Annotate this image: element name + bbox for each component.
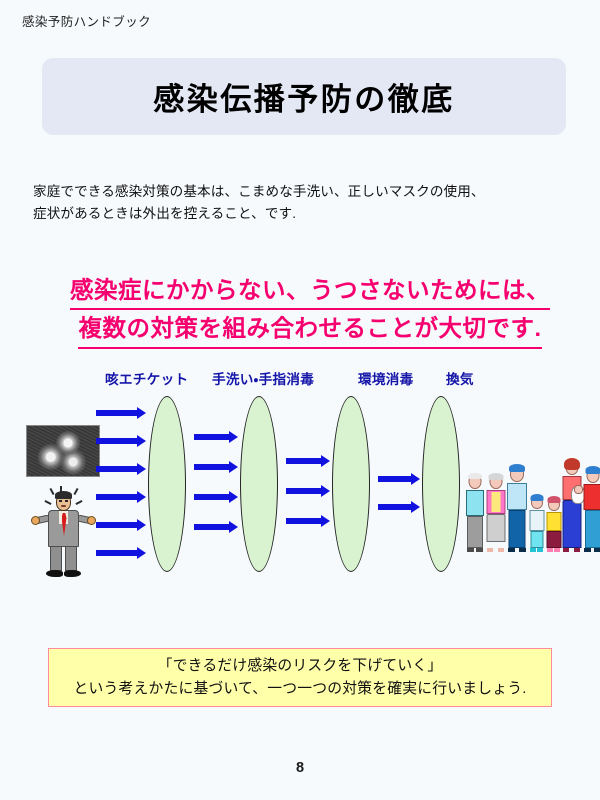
barrier-cough-etiquette bbox=[148, 396, 186, 572]
diagram-label-row: 咳エチケット 手洗い・手指消毒 環境消毒 換気 bbox=[18, 368, 584, 390]
person-girl bbox=[546, 496, 561, 552]
key-message-line-1: 感染症にかからない、うつさないためには、 bbox=[70, 274, 550, 311]
person-adult-man bbox=[507, 464, 527, 552]
barrier-ventilation bbox=[422, 396, 460, 572]
arrow-group-4 bbox=[378, 394, 420, 580]
summary-callout-box: 「できるだけ感染のリスクを下げていく」 という考えかたに基づいて、一つ一つの対策… bbox=[48, 648, 552, 707]
key-message-line-2: 複数の対策を組み合わせることが大切です. bbox=[78, 312, 542, 349]
worried-man-icon bbox=[31, 486, 96, 578]
arrow-group-3 bbox=[286, 394, 330, 580]
diagram-stage bbox=[18, 394, 600, 580]
callout-line-1: 「できるだけ感染のリスクを下げていく」 bbox=[157, 658, 443, 675]
person-elderly-man bbox=[466, 473, 484, 552]
barrier-label-hand-hygiene: 手洗い・手指消毒 bbox=[212, 372, 315, 387]
barrier-label-cough-etiquette: 咳エチケット bbox=[105, 372, 189, 387]
callout-line-2: という考えかたに基づいて、一つ一つの対策を確実に行いましょう. bbox=[73, 680, 527, 697]
person-boy bbox=[529, 494, 544, 552]
barrier-label-ventilation: 換気 bbox=[446, 372, 474, 387]
person-young-man bbox=[583, 466, 600, 552]
barrier-label-environment-disinfection: 環境消毒 bbox=[358, 372, 414, 387]
intro-line-1: 家庭でできる感染対策の基本は、こまめな手洗い、正しいマスクの使用、 bbox=[33, 184, 485, 199]
person-elderly-woman bbox=[486, 473, 505, 552]
virus-micrograph-icon bbox=[26, 425, 100, 477]
person-mother-with-baby bbox=[562, 458, 585, 552]
document-running-header: 感染予防ハンドブック bbox=[22, 15, 152, 29]
barrier-environment-disinfection bbox=[332, 396, 370, 572]
intro-paragraph: 家庭でできる感染対策の基本は、こまめな手洗い、正しいマスクの使用、 症状があると… bbox=[33, 181, 573, 225]
layered-defense-diagram: 咳エチケット 手洗い・手指消毒 環境消毒 換気 bbox=[18, 368, 600, 583]
barrier-hand-hygiene bbox=[240, 396, 278, 572]
family-group-icon bbox=[466, 448, 600, 552]
arrow-group-2 bbox=[194, 394, 238, 580]
arrow-group-1 bbox=[96, 394, 146, 580]
page-title-banner: 感染伝播予防の徹底 bbox=[42, 58, 566, 135]
page-title: 感染伝播予防の徹底 bbox=[153, 82, 455, 117]
key-message: 感染症にかからない、うつさないためには、 複数の対策を組み合わせることが大切です… bbox=[30, 274, 590, 351]
page-number: 8 bbox=[295, 760, 305, 776]
intro-line-2: 症状があるときは外出を控えること、です. bbox=[33, 206, 297, 222]
